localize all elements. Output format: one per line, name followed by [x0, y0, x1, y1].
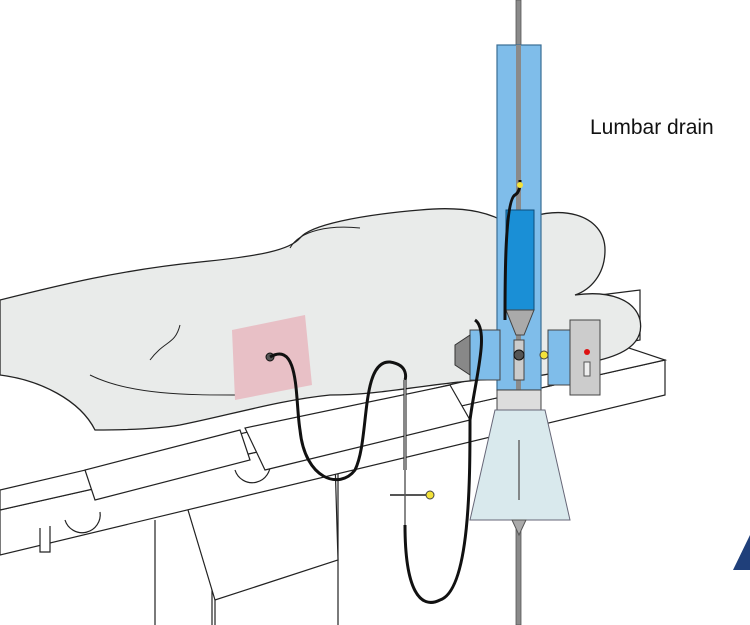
collection-bag — [469, 409, 571, 521]
transducer-clamp — [469, 329, 501, 381]
drip-chamber-device — [505, 209, 535, 311]
stopcock-knob[interactable] — [539, 350, 549, 360]
corner-logo-mark — [733, 535, 750, 570]
drainage-tube — [269, 352, 408, 481]
lumbar-drain-label: Lumbar drain — [590, 116, 714, 139]
stopcock-knob-lower[interactable] — [425, 490, 435, 500]
